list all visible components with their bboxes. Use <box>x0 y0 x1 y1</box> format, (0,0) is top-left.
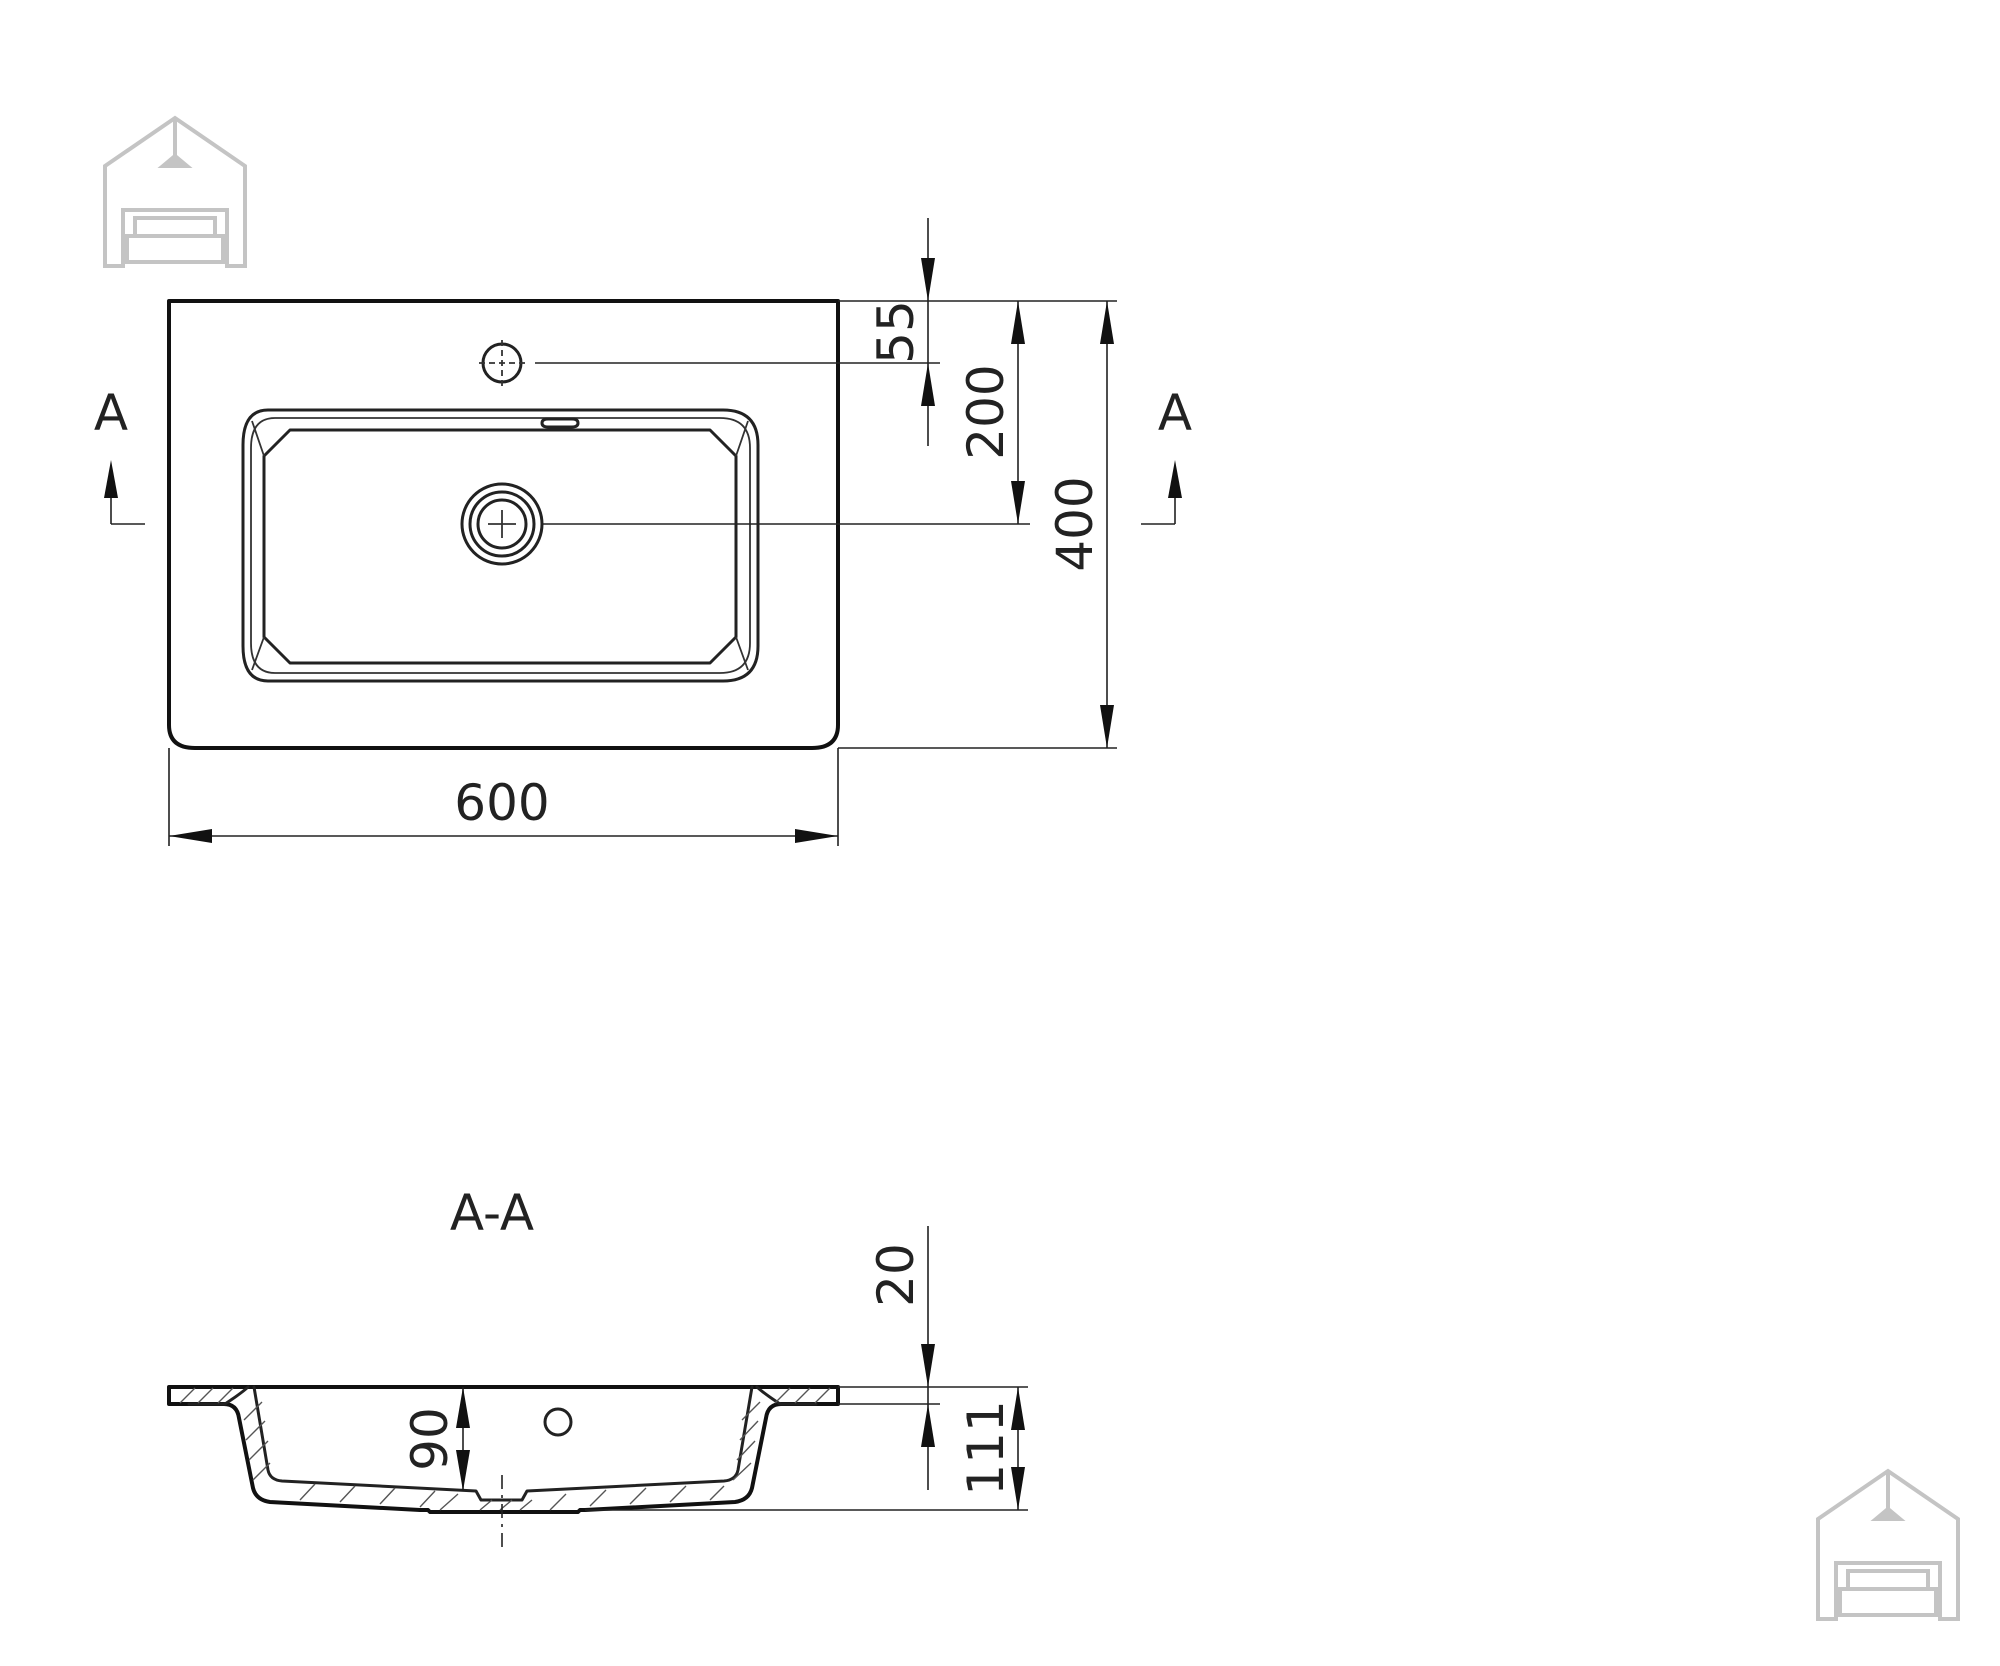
width-dimension: 600 <box>454 774 549 832</box>
plan-view: 600 400 200 55 A A <box>94 218 1192 846</box>
house-sofa-logo-icon <box>103 115 247 268</box>
svg-text:A: A <box>94 384 128 442</box>
house-sofa-logo-icon <box>1816 1468 1960 1621</box>
section-profile-inner <box>187 1385 818 1406</box>
section-title: A-A <box>450 1184 534 1242</box>
bowl-depth-dimension: 90 <box>401 1407 459 1471</box>
drain-position-dimension: 200 <box>957 364 1015 459</box>
bowl-outer-edge <box>241 408 760 683</box>
tap-hole-dimension: 55 <box>867 300 925 364</box>
svg-text:A: A <box>1158 384 1192 442</box>
depth-dimension: 400 <box>1046 476 1104 571</box>
section-profile-outer <box>167 1385 840 1514</box>
total-height-dimension: 111 <box>957 1400 1015 1495</box>
section-hatch <box>179 1387 831 1511</box>
basin-outline <box>167 299 840 750</box>
rim-thickness-dimension: 20 <box>867 1243 925 1307</box>
section-marker-right: A <box>1141 384 1192 525</box>
section-marker-left: A <box>94 384 145 525</box>
section-view: A-A 20 111 <box>167 1184 1028 1550</box>
